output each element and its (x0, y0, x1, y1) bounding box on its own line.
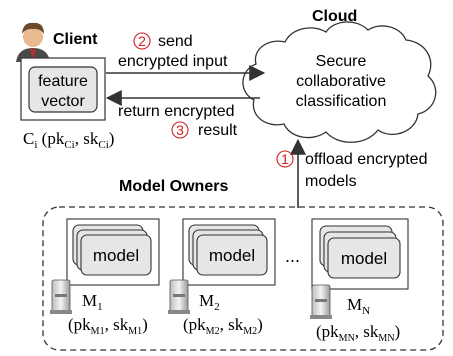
server-icon (50, 279, 72, 314)
model-owner-n-label: model (341, 249, 387, 268)
model-owner-1: model M1 (pkM1, skM1) (50, 218, 160, 337)
model-owner-2-keys: (pkM2, skM2) (183, 315, 263, 337)
vector-label: vector (41, 93, 85, 110)
model-owner-1-name: M1 (82, 291, 103, 313)
model-owner-n-name: MN (347, 295, 370, 317)
feature-vector-box (28, 66, 98, 113)
cloud-line-classification: classification (296, 93, 387, 110)
client-title: Client (53, 31, 98, 48)
cloud-line-collaborative: collaborative (296, 73, 386, 90)
model-owners-group (42, 206, 444, 351)
step-2-number: 2 (138, 33, 146, 49)
model-owner-2-name: M2 (199, 291, 220, 313)
step-2-line2: encrypted input (118, 53, 228, 70)
model-owner-1-keys: (pkM1, skM1) (68, 315, 148, 337)
step-1-line1: offload encrypted (305, 151, 427, 168)
step-3-line2: result (198, 122, 238, 139)
user-icon (16, 22, 50, 62)
feature-label: feature (38, 73, 88, 90)
server-icon (168, 279, 190, 314)
step-3-badge (171, 121, 189, 139)
model-owner-1-label: model (93, 246, 139, 265)
model-box (327, 237, 401, 279)
model-owner-2: model M2 (pkM2, skM2) (168, 218, 276, 337)
model-owner-2-label: model (209, 246, 255, 265)
cloud-line-secure: Secure (316, 53, 367, 70)
step-1-badge (276, 150, 294, 168)
step-2-badge (133, 32, 151, 50)
cloud-title: Cloud (312, 8, 357, 25)
step-2-line1: send (158, 33, 193, 50)
model-box (80, 234, 152, 276)
server-icon (310, 284, 332, 319)
step-1-number: 1 (281, 151, 289, 167)
model-box (196, 234, 268, 276)
step-3-number: 3 (176, 122, 184, 138)
step-1-line2: models (305, 173, 357, 190)
client-key-label: Ci (pkCi, skCi) (23, 129, 114, 151)
model-owners-title: Model Owners (119, 178, 228, 195)
model-owner-n-keys: (pkMN, skMN) (316, 322, 400, 344)
more-owners-ellipsis: ... (285, 246, 300, 266)
model-owner-n: model MN (pkMN, skMN) (310, 218, 409, 344)
step-3-line1: return encrypted (118, 103, 235, 120)
